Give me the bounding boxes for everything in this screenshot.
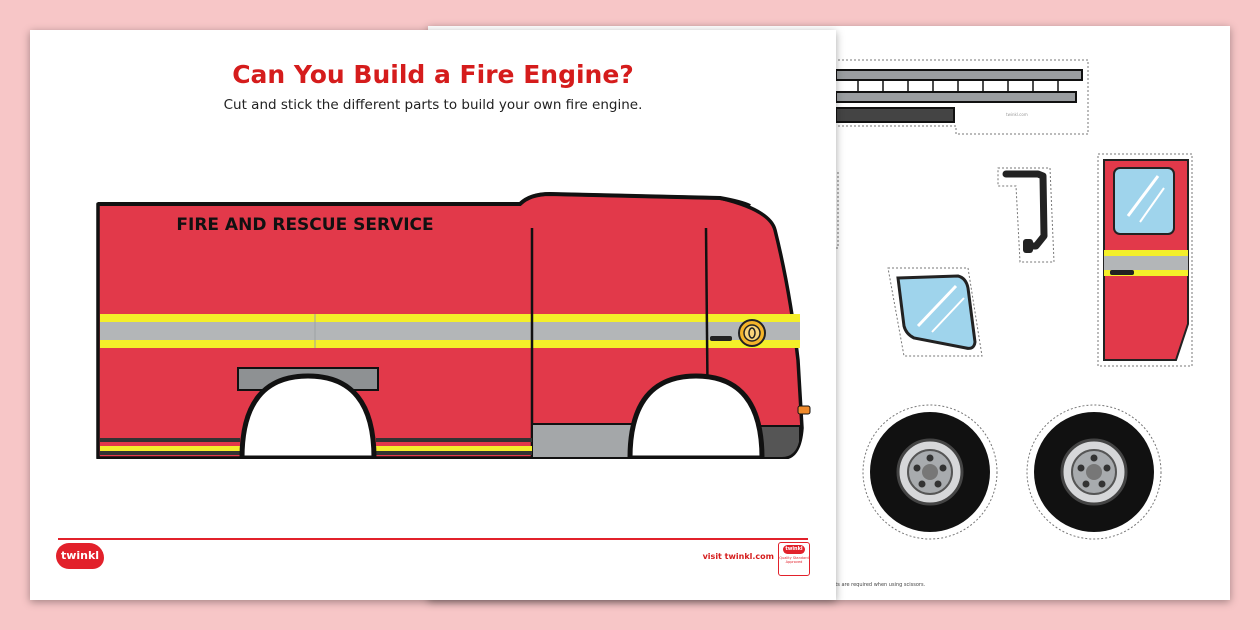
badge-text: Quality Standard Approved <box>779 556 809 564</box>
fire-engine-illustration: FIRE AND RESCUE SERVICE <box>90 191 811 479</box>
cutout-credit: twinkl.com <box>1006 112 1028 117</box>
scissors-note: ...ults are required when using scissors… <box>826 582 926 588</box>
worksheet-subtitle: Cut and stick the different parts to bui… <box>223 97 643 113</box>
ladder-cutout <box>829 59 1089 135</box>
cutout-parts-illustration <box>829 59 1193 540</box>
footer-divider <box>58 538 808 540</box>
wheel-cutout-right <box>1026 404 1162 540</box>
windscreen-cutout <box>887 267 983 357</box>
worksheet-title: Can You Build a Fire Engine? <box>232 60 634 89</box>
quality-badge: twinkl Quality Standard Approved <box>778 542 810 576</box>
mirror-cutout <box>997 167 1055 263</box>
worksheet-front: Can You Build a Fire Engine? Cut and sti… <box>30 30 836 600</box>
door-cutout <box>1097 153 1193 367</box>
footer-link[interactable]: visit twinkl.com <box>702 552 774 561</box>
fire-engine-body <box>90 191 811 479</box>
engine-side-text: FIRE AND RESCUE SERVICE <box>176 215 433 235</box>
wheel-cutout-left <box>862 404 998 540</box>
badge-label: twinkl <box>783 545 805 554</box>
twinkl-logo: twinkl <box>56 543 104 569</box>
